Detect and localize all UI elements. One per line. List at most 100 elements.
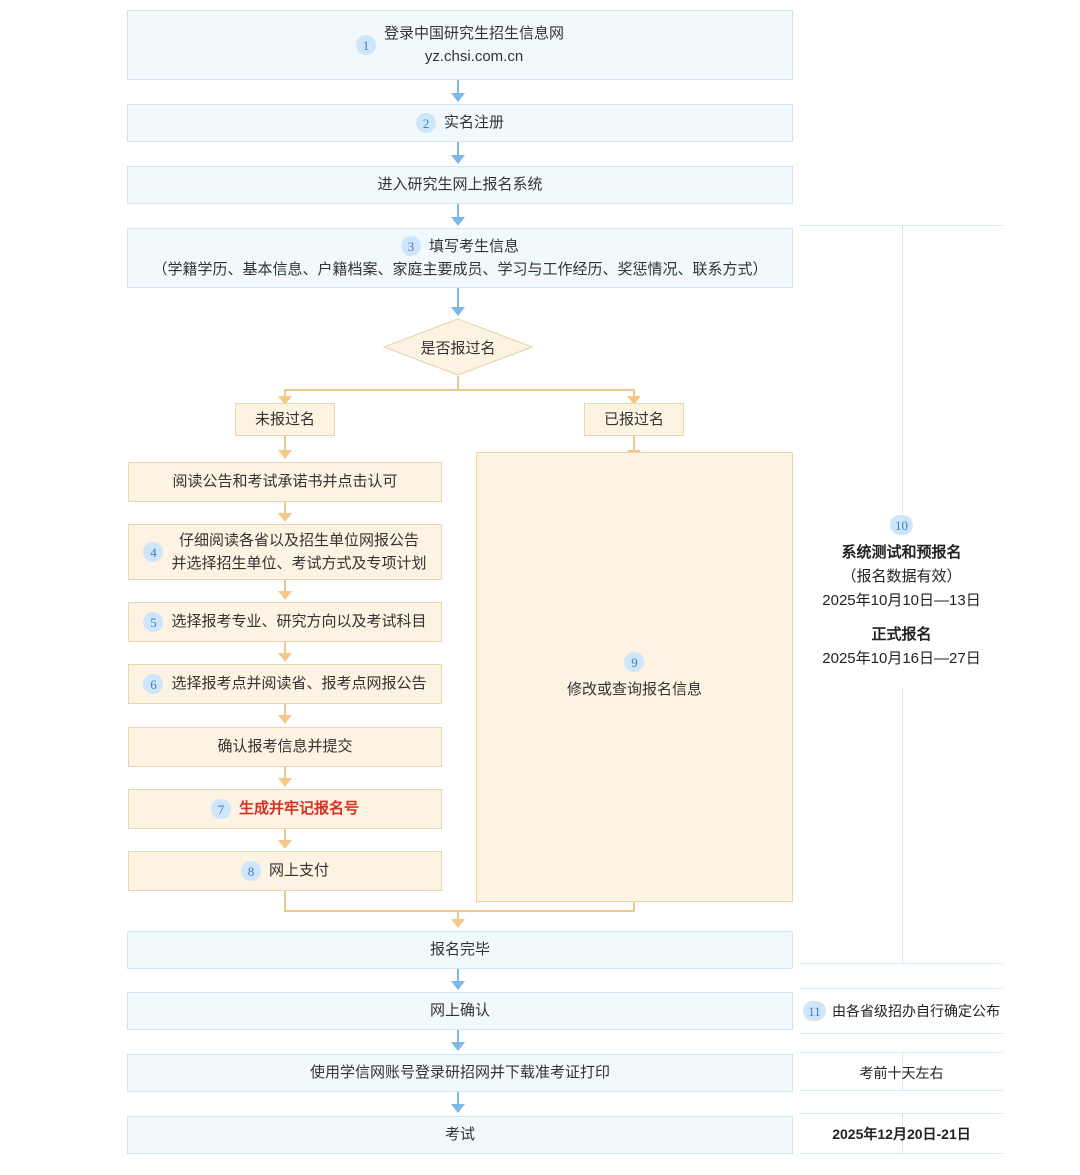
- branch-left-arrow-head: [278, 450, 292, 459]
- branch-left-arrow: [284, 436, 286, 452]
- left-connector-6-head: [278, 840, 292, 849]
- flow-node-online-confirmation-label: 网上确认: [429, 1002, 490, 1020]
- step-badge-9: 9: [624, 652, 645, 673]
- right-panel-divider-3: [800, 1033, 1003, 1034]
- right-panel-row-13-label: 2025年12月20日-21日: [832, 1126, 971, 1142]
- flow-node-modify-query-info[interactable]: 9 修改或查询报名信息: [476, 452, 793, 902]
- decision-split-right: [633, 389, 635, 398]
- flow-branch-already-registered[interactable]: 已报过名: [584, 403, 684, 436]
- flow-node-select-major[interactable]: 5 选择报考专业、研究方向以及考试科目: [128, 602, 442, 642]
- right-panel-divider-top: [800, 225, 1003, 226]
- flow-node-download-admission-ticket[interactable]: 使用学信网账号登录研招网并下载准考证打印: [127, 1054, 793, 1092]
- tail-connector-1: [457, 969, 459, 983]
- tail-connector-3-head: [451, 1104, 465, 1113]
- right-panel-divider-6: [800, 1113, 1003, 1114]
- flow-node-read-notice[interactable]: 阅读公告和考试承诺书并点击认可: [128, 462, 442, 502]
- right-panel-divider-2: [800, 988, 1003, 989]
- flow-node-read-notice-label: 阅读公告和考试承诺书并点击认可: [172, 473, 398, 491]
- flow-node-modify-query-info-label: 修改或查询报名信息: [566, 681, 702, 699]
- right-panel-row-12-label: 考前十天左右: [859, 1065, 944, 1081]
- tail-connector-2-head: [451, 1042, 465, 1051]
- decision-split-right-head: [627, 396, 641, 405]
- right-panel-step10-title: 系统测试和预报名: [841, 544, 962, 561]
- right-panel-row-12: 考前十天左右: [800, 1062, 1003, 1084]
- flow-node-online-confirmation[interactable]: 网上确认: [127, 992, 793, 1030]
- right-panel-vertical-divider-row13: [902, 1113, 903, 1153]
- flow-node-online-payment-label: 网上支付: [268, 862, 329, 880]
- flow-node-read-province-announcement-line1: 仔细阅读各省以及招生单位网报公告: [178, 531, 419, 549]
- step-badge-5: 5: [143, 612, 164, 632]
- flow-node-online-payment[interactable]: 8 网上支付: [128, 851, 442, 891]
- connector-arrow-1: [457, 80, 459, 96]
- left-connector-5: [284, 767, 286, 780]
- right-panel-vertical-divider-lower: [902, 688, 903, 963]
- flow-node-select-exam-site[interactable]: 6 选择报考点并阅读省、报考点网报公告: [128, 664, 442, 704]
- right-panel-step10-date2: 2025年10月16日—27日: [822, 650, 981, 667]
- flow-node-login[interactable]: 1 登录中国研究生招生信息网 yz.chsi.com.cn: [127, 10, 793, 80]
- left-connector-1: [284, 502, 286, 515]
- flow-node-select-major-label: 选择报考专业、研究方向以及考试科目: [171, 613, 427, 631]
- flow-node-realname-register[interactable]: 2 实名注册: [127, 104, 793, 142]
- right-panel-step10-title2: 正式报名: [871, 626, 932, 643]
- merge-bar: [284, 910, 635, 912]
- branch-right-arrow: [633, 436, 635, 452]
- connector-arrow-3: [457, 204, 459, 220]
- flow-node-confirm-submit-label: 确认报考信息并提交: [217, 738, 353, 756]
- left-connector-3: [284, 642, 286, 655]
- decision-split-left-head: [278, 396, 292, 405]
- diamond-shape-icon: [383, 318, 533, 376]
- left-connector-2-head: [278, 591, 292, 600]
- decision-split-stem: [457, 376, 459, 390]
- right-panel-step10-block: 10 系统测试和预报名 （报名数据有效） 2025年10月10日—13日 正式报…: [800, 515, 1003, 671]
- left-connector-6: [284, 829, 286, 842]
- flow-node-realname-register-label: 实名注册: [443, 114, 504, 132]
- right-panel-divider-5: [800, 1090, 1003, 1091]
- connector-arrow-2-head: [451, 155, 465, 164]
- flow-node-fill-candidate-info-line1: 填写考生信息: [428, 237, 519, 255]
- right-panel-step10-note: （报名数据有效）: [841, 568, 962, 585]
- step-badge-7: 7: [210, 799, 231, 819]
- connector-arrow-4-head: [451, 307, 465, 316]
- flow-decision-registered-before[interactable]: 是否报过名: [383, 318, 533, 376]
- flow-node-login-line1: 登录中国研究生招生信息网: [383, 24, 564, 42]
- flow-node-generate-registration-number-label: 生成并牢记报名号: [238, 800, 359, 818]
- step-badge-4: 4: [143, 542, 164, 562]
- step-badge-8: 8: [240, 861, 261, 881]
- flow-node-select-exam-site-label: 选择报考点并阅读省、报考点网报公告: [171, 675, 427, 693]
- flow-node-registration-complete-label: 报名完毕: [429, 941, 490, 959]
- merge-center-head: [451, 919, 465, 928]
- flow-node-fill-candidate-info[interactable]: 3 填写考生信息 （学籍学历、基本信息、户籍档案、家庭主要成员、学习与工作经历、…: [127, 228, 793, 288]
- flow-node-generate-registration-number[interactable]: 7 生成并牢记报名号: [128, 789, 442, 829]
- flow-node-exam[interactable]: 考试: [127, 1116, 793, 1154]
- flow-node-enter-system[interactable]: 进入研究生网上报名系统: [127, 166, 793, 204]
- connector-arrow-2: [457, 142, 459, 158]
- flow-node-enter-system-label: 进入研究生网上报名系统: [377, 176, 543, 194]
- flow-branch-not-registered-label: 未报过名: [254, 410, 315, 428]
- decision-split-bar: [284, 389, 634, 391]
- flow-node-registration-complete[interactable]: 报名完毕: [127, 931, 793, 969]
- step-badge-3: 3: [400, 236, 421, 257]
- flow-node-login-line2: yz.chsi.com.cn: [424, 48, 524, 65]
- tail-connector-1-head: [451, 981, 465, 990]
- tail-connector-2: [457, 1030, 459, 1044]
- right-panel-divider-4: [800, 1052, 1003, 1053]
- right-panel-vertical-divider-upper: [902, 225, 903, 513]
- left-connector-4: [284, 704, 286, 717]
- step-badge-10: 10: [890, 515, 913, 535]
- right-panel-row-11: 11 由各省级招办自行确定公布: [800, 1000, 1003, 1022]
- flow-node-download-admission-ticket-label: 使用学信网账号登录研招网并下载准考证打印: [309, 1064, 610, 1082]
- left-connector-3-head: [278, 653, 292, 662]
- right-panel-divider-1: [800, 963, 1003, 964]
- step-badge-1: 1: [355, 35, 376, 55]
- flow-branch-not-registered[interactable]: 未报过名: [235, 403, 335, 436]
- right-panel-row-11-label: 由各省级招办自行确定公布: [832, 1003, 1000, 1019]
- flow-node-exam-label: 考试: [444, 1126, 475, 1144]
- flow-node-read-province-announcement[interactable]: 4 仔细阅读各省以及招生单位网报公告 并选择招生单位、考试方式及专项计划: [128, 524, 442, 580]
- right-panel-step10-date: 2025年10月10日—13日: [822, 592, 981, 609]
- flow-node-confirm-submit[interactable]: 确认报考信息并提交: [128, 727, 442, 767]
- step-badge-11: 11: [803, 1001, 826, 1021]
- right-panel-divider-bottom: [800, 1153, 1003, 1154]
- step-badge-2: 2: [415, 113, 436, 133]
- merge-center-stem: [457, 910, 459, 921]
